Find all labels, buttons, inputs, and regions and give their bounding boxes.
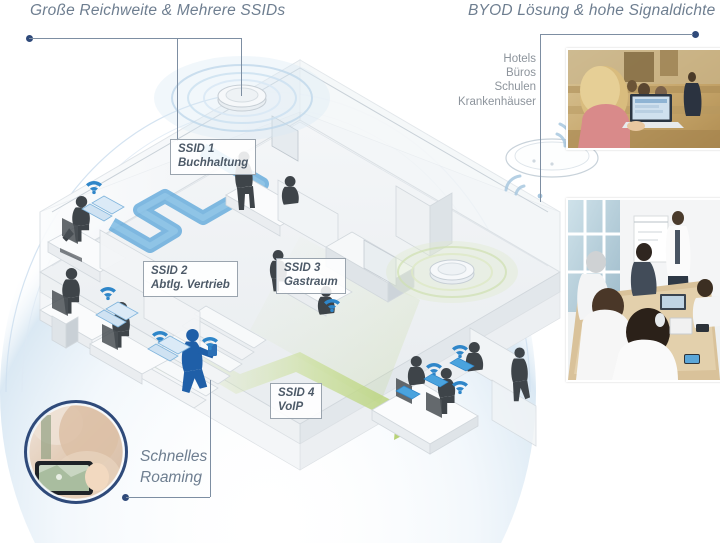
ssid-1-name: SSID 1 [178,143,215,155]
roaming-person-figure [181,328,215,393]
ssid-2-desc: Abtlg. Vertrieb [151,278,230,291]
photo-lecture-hall [566,48,720,150]
leader-line-roaming-horizontal [126,497,210,498]
venue-list: Hotels Büros Schulen Krankenhäuser [436,52,536,109]
venue-item-1: Büros [505,67,536,80]
leader-line-left-horizontal [29,37,242,39]
ssid-1-desc: Buchhaltung [178,156,249,169]
leader-line-to-ap-main [241,37,242,96]
ssid-callout-4: SSID 4 VoIP [270,383,323,419]
leader-dot-left [26,35,33,42]
leader-line-roaming-vertical [210,380,211,497]
ssid-callout-2: SSID 2 Abtlg. Vertrieb [143,261,238,297]
roaming-line-2: Roaming [140,469,203,486]
meeting-area [371,327,537,455]
photo-conference-room [566,198,720,382]
roaming-caption: Schnelles Roaming [140,446,207,488]
ssid-3-desc: Gastraum [284,275,338,288]
ssid-3-name: SSID 3 [284,262,321,274]
ssid-2-name: SSID 2 [151,265,188,277]
leader-line-to-ssid1 [177,37,178,141]
leader-line-right-horizontal [540,33,693,35]
devices-laptops-tablets [81,195,475,400]
ssid-4-desc: VoIP [278,400,304,413]
ssid-callout-3: SSID 3 Gastraum [276,258,346,294]
ap-ceiling-right [386,241,518,303]
leader-dot-roaming [122,494,129,501]
office-people-silhouettes [52,151,531,418]
venue-item-0: Hotels [503,53,536,65]
ap-ceiling-main [154,56,330,140]
leader-dot-right [692,31,699,38]
leader-line-right-vertical [540,33,541,202]
ssid-callout-1: SSID 1 Buchhaltung [170,139,257,175]
ssid-4-name: SSID 4 [278,387,315,399]
headline-left: Große Reichweite & Mehrere SSIDs [30,2,286,19]
venue-item-3: Krankenhäuser [458,95,536,108]
roaming-line-1: Schnelles [140,448,208,465]
photo-smartphone-roaming [24,400,128,504]
headline-right: BYOD Lösung & hohe Signaldichte [468,2,716,19]
venue-item-2: Schulen [494,81,536,94]
